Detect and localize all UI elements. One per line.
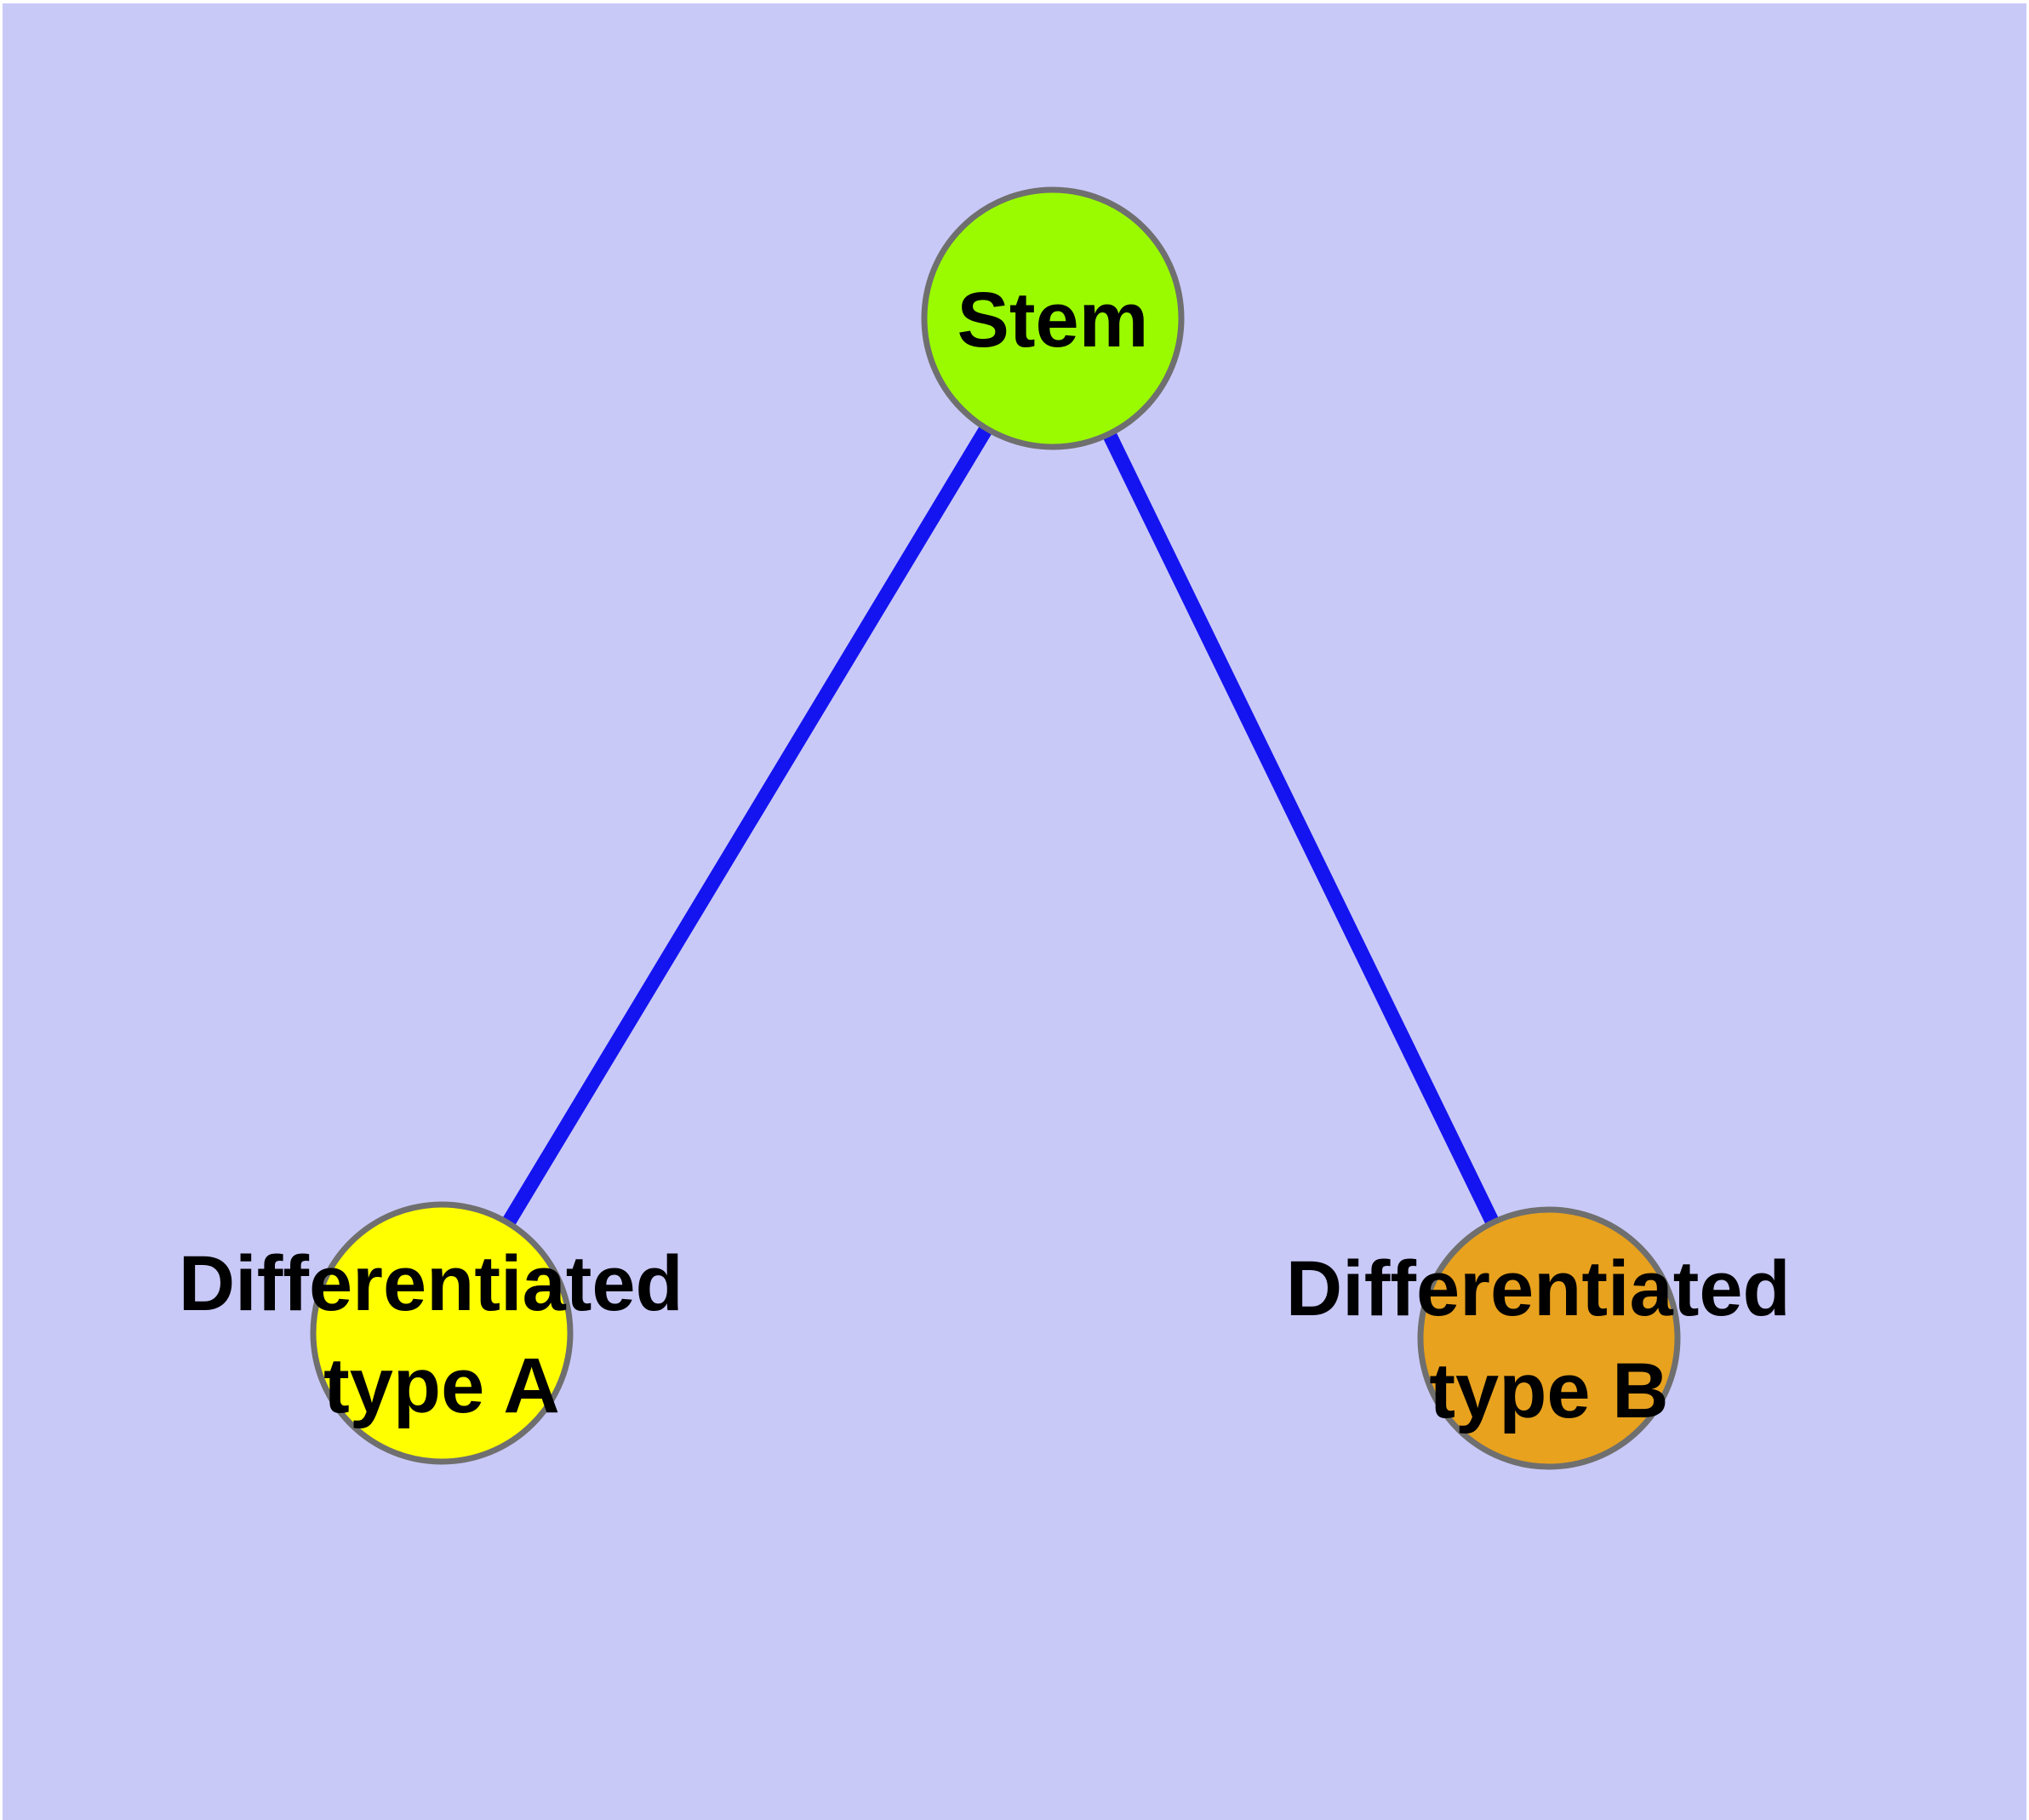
node-type-a-circle [310, 1201, 574, 1465]
node-type-a-label-line2: type A [323, 1342, 560, 1429]
edge-stem-to-type-a [435, 314, 1060, 1337]
node-type-b-label: Differentiated type B [1286, 1245, 1813, 1434]
node-stem-label: Stem [957, 277, 1149, 363]
node-type-b-label-line1: Differentiated [1286, 1245, 1791, 1332]
node-type-a-label-line1: Differentiated [179, 1240, 683, 1327]
edge-stem-to-type-b [1046, 315, 1556, 1342]
node-stem-circle [921, 186, 1185, 450]
node-type-a-label: Differentiated type A [179, 1240, 706, 1429]
node-type-b-label-line2: type B [1429, 1348, 1668, 1434]
node-type-b-circle [1417, 1206, 1681, 1470]
